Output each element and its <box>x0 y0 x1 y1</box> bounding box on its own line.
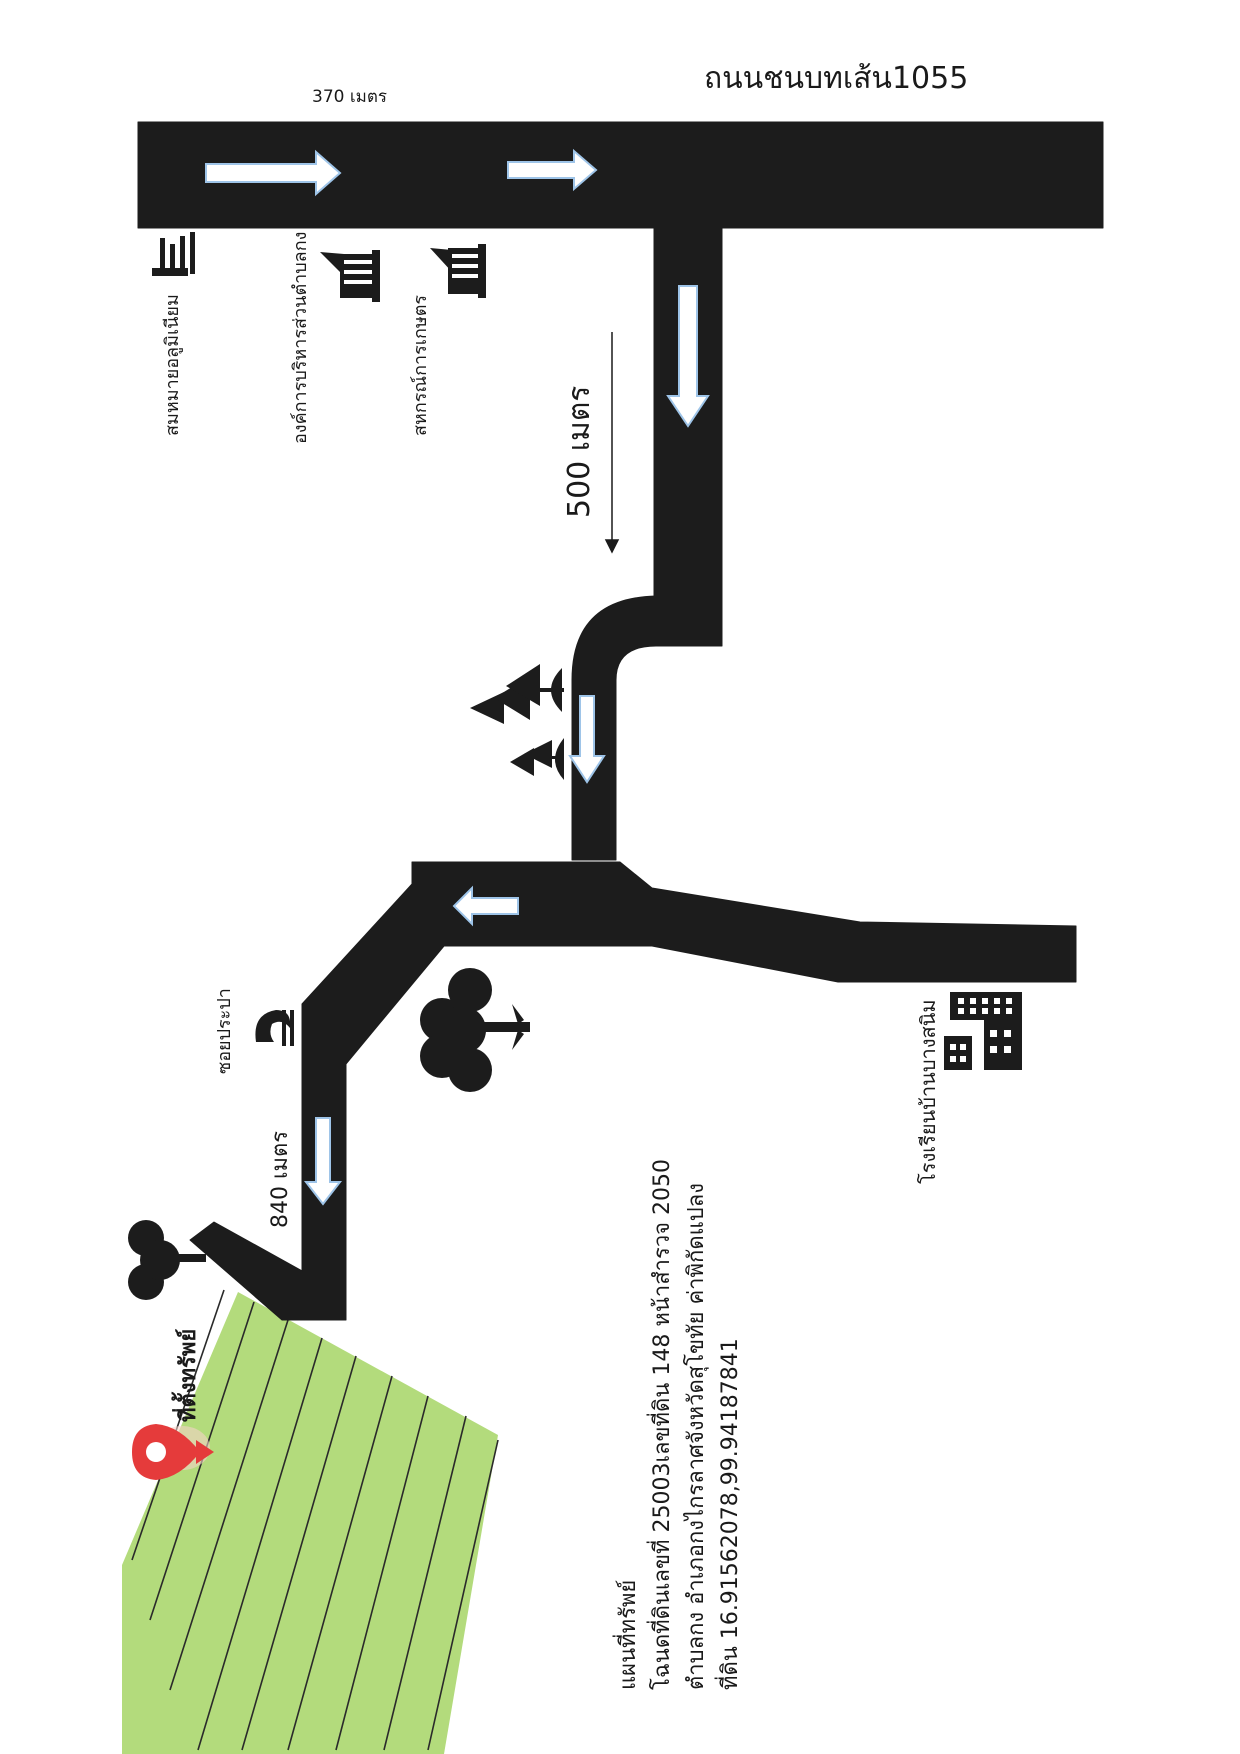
arrow-icon <box>452 885 519 927</box>
info-line-1: โฉนดที่ดินเลขที่ 25003เลขที่ดิน 148 หน้า… <box>650 1158 675 1690</box>
office-building-icon <box>944 992 1022 1070</box>
arrow-icon <box>205 149 342 197</box>
landmark-label-target: ที่ตั้งทรัพย์ <box>176 1328 201 1422</box>
distance-label-top: 370 เมตร <box>312 87 388 107</box>
building-icon <box>152 232 195 276</box>
distance-label-500: 500 เมตร <box>562 385 597 518</box>
land-parcel <box>122 1289 499 1754</box>
tree-icon <box>420 968 530 1092</box>
distance-arrow <box>604 332 620 554</box>
arrow-icon <box>507 148 598 192</box>
info-line-2: ตำบลกง อำเภอกงไกรลาศจังหวัดสุโขทัย ค่าพิ… <box>684 1183 709 1690</box>
tree-icon <box>470 664 564 780</box>
landmark-label-school: โรงเรียนบ้านบางสนิม <box>916 999 940 1184</box>
distance-label-840: 840 เมตร <box>268 1130 293 1228</box>
road-spur <box>189 1221 305 1321</box>
landmark-label-assoc: สมหมายอลูมิเนียม <box>162 294 183 436</box>
government-building-icon <box>430 244 486 298</box>
landmark-label-sao: องค์การบริหารส่วนตำบลกง <box>290 231 311 444</box>
road-curve <box>571 595 723 861</box>
direction-arrows <box>205 148 710 1206</box>
tree-icon <box>128 1220 206 1300</box>
landmark-label-soi: ซอยประปา <box>214 988 235 1074</box>
location-pin-icon <box>132 1424 214 1480</box>
road-junction <box>301 861 1077 1321</box>
info-line-3: ที่ดิน 16.91562078,99.94187841 <box>718 1338 743 1690</box>
arrow-icon <box>666 285 710 428</box>
road-title: ถนนชนบทเส้น1055 <box>704 61 969 96</box>
arrow-icon <box>568 695 606 784</box>
arrow-icon <box>303 1117 343 1206</box>
water-icon <box>255 1010 294 1046</box>
government-building-icon <box>320 250 380 302</box>
info-title: แผนที่ทรัพย์ <box>616 1579 641 1690</box>
property-info: แผนที่ทรัพย์ โฉนดที่ดินเลขที่ 25003เลขที… <box>612 1159 748 1690</box>
landmark-label-coop: สหกรณ์การเกษตร <box>410 294 431 436</box>
